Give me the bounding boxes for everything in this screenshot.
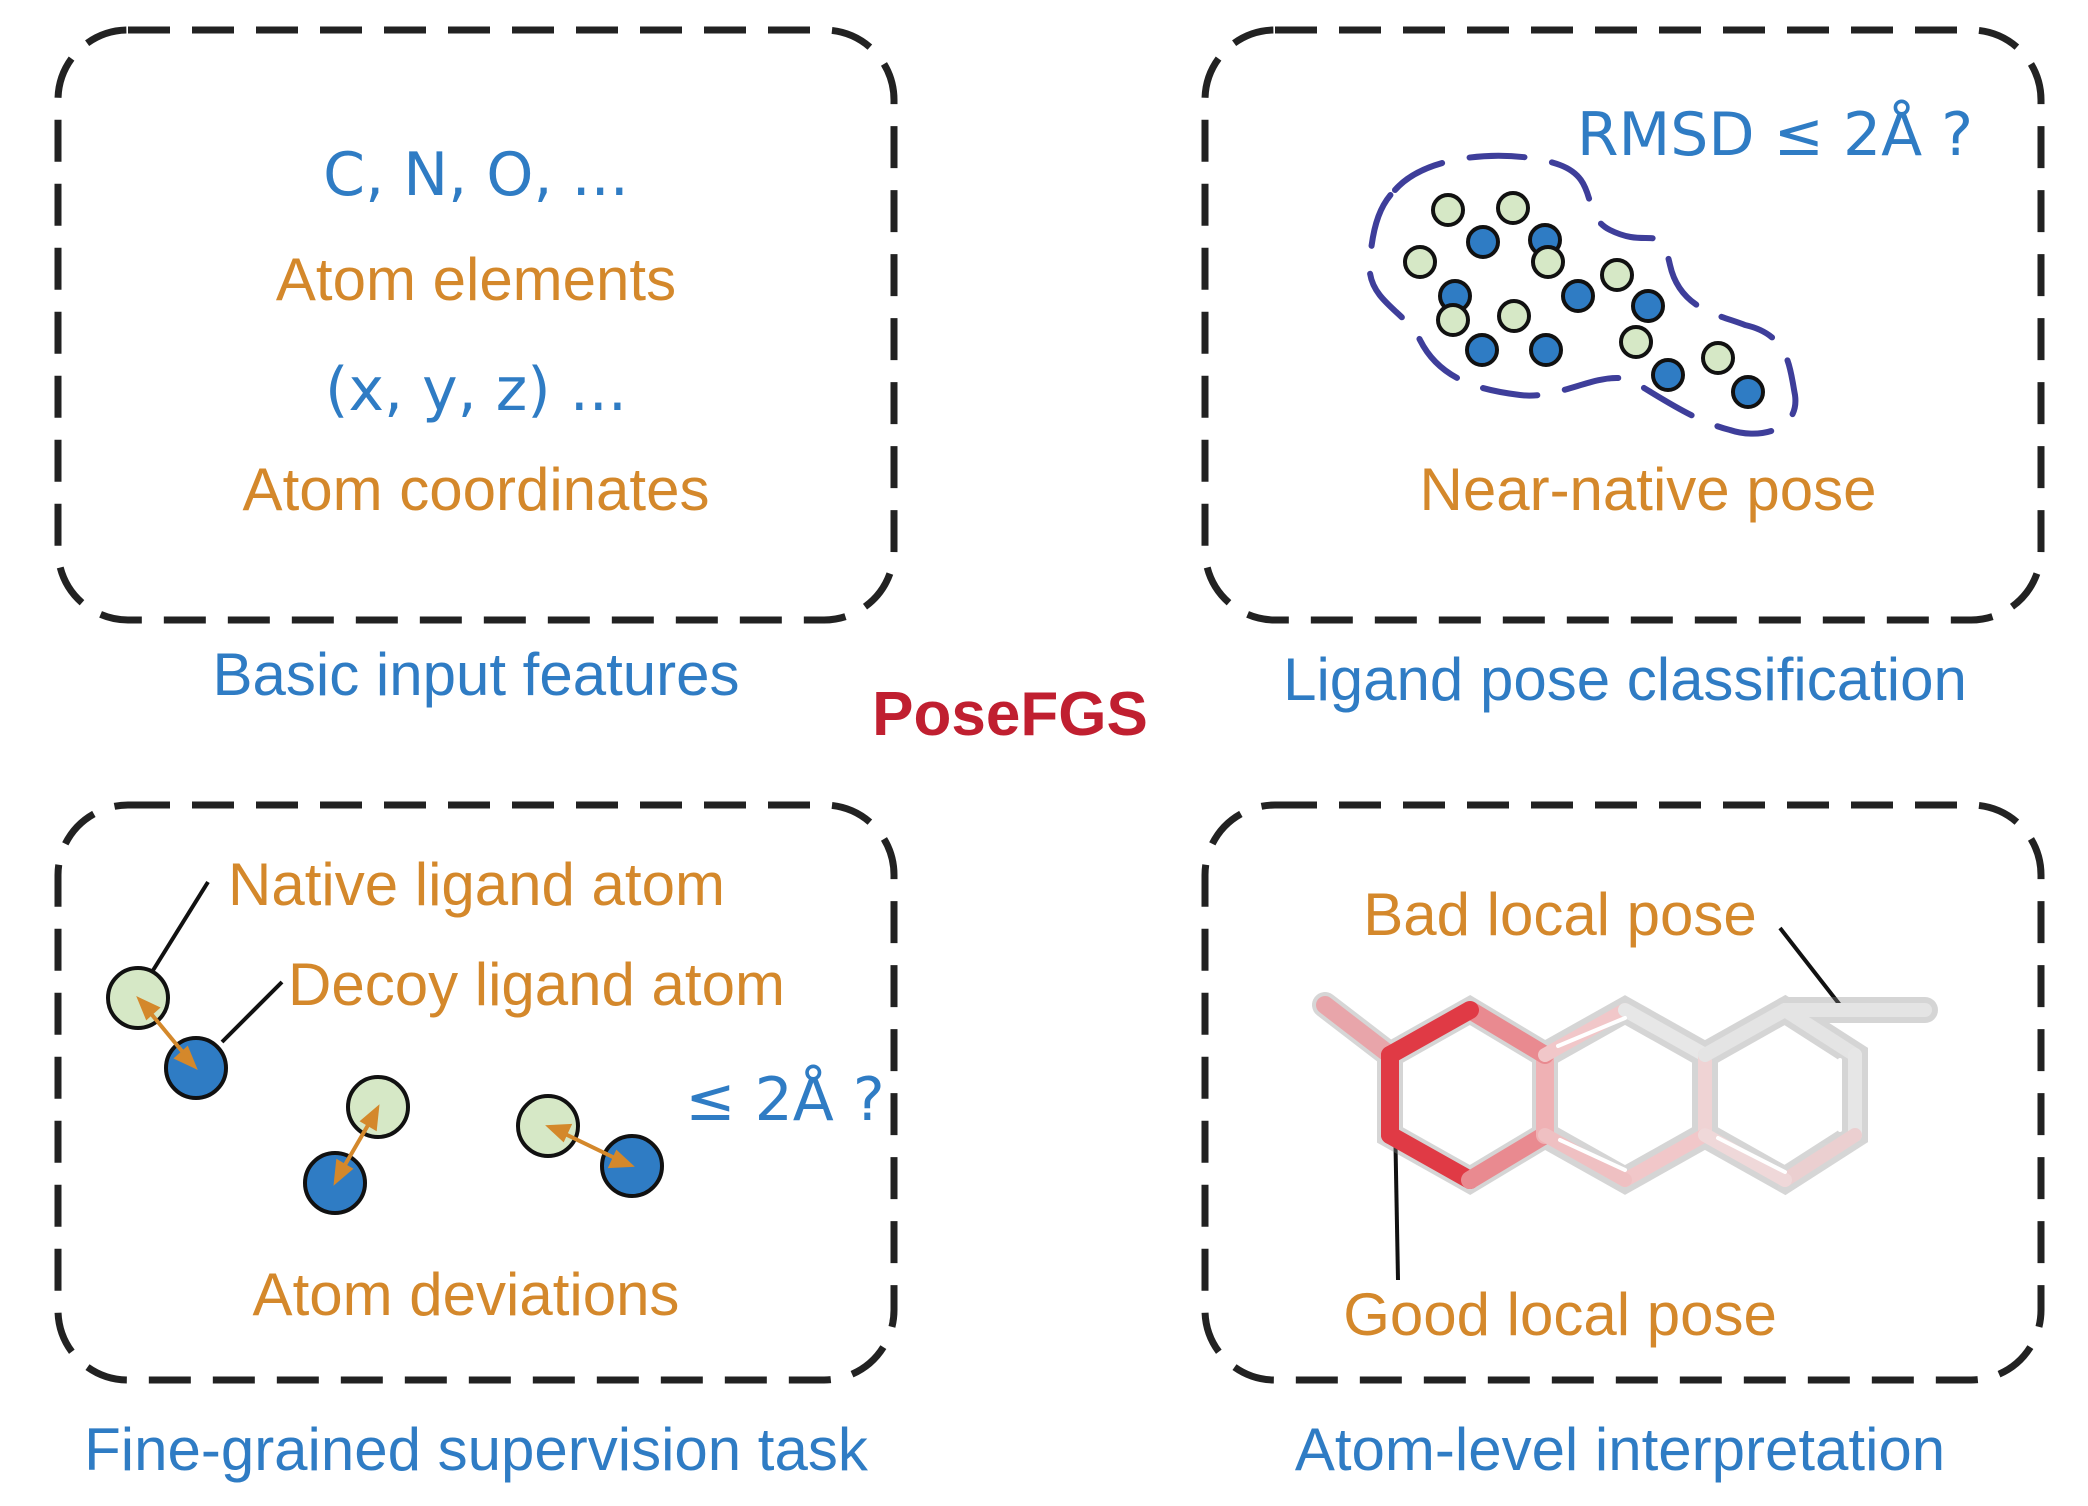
good-pose-ring xyxy=(1316,996,1554,1189)
input-features-frame xyxy=(54,26,898,624)
pose-classification-caption: Ligand pose classification xyxy=(1283,646,1967,713)
native-label-leader xyxy=(150,880,210,974)
native-atom xyxy=(1531,245,1565,279)
method-title: PoseFGS xyxy=(872,680,1148,749)
pose-atom-cluster xyxy=(1403,191,1765,409)
supervision-caption: Fine-grained supervision task xyxy=(84,1416,869,1483)
decoy-atom xyxy=(1465,333,1499,367)
native-atom-label: Native ligand atom xyxy=(228,851,725,918)
elements-label: Atom elements xyxy=(276,246,676,313)
decoy-label-leader xyxy=(220,980,284,1044)
deviation-arrow xyxy=(545,1123,635,1169)
interpretation-caption: Atom-level interpretation xyxy=(1295,1416,1945,1483)
input-features-caption: Basic input features xyxy=(213,641,740,708)
interpretation-frame xyxy=(1201,801,2045,1384)
coords-example: (x, y, z) ... xyxy=(325,355,627,425)
native-atom xyxy=(1619,325,1653,359)
native-atom xyxy=(1497,299,1531,333)
deviation-question: ≤ 2Å ? xyxy=(685,1064,884,1135)
ligand-stick-model xyxy=(1312,992,1938,1196)
native-atom xyxy=(1701,341,1735,375)
decoy-atom xyxy=(1651,358,1685,392)
atom-deviations-label: Atom deviations xyxy=(253,1261,680,1328)
native-atom xyxy=(1431,193,1465,227)
decoy-atom xyxy=(1561,279,1595,313)
near-native-pose-label: Near-native pose xyxy=(1420,456,1877,523)
elements-example: C, N, O, ... xyxy=(323,140,629,210)
decoy-atom xyxy=(1466,225,1500,259)
native-atom xyxy=(1436,303,1470,337)
pose-classification-frame xyxy=(1201,26,2045,624)
native-atom xyxy=(1600,258,1634,292)
bad-pose-leader xyxy=(1778,926,1842,1007)
supervision-frame xyxy=(54,801,898,1384)
good-local-pose-label: Good local pose xyxy=(1343,1281,1777,1348)
native-atom xyxy=(1496,191,1530,225)
decoy-atom xyxy=(1631,289,1665,323)
deviation-arrow xyxy=(136,995,198,1071)
coords-label: Atom coordinates xyxy=(243,456,710,523)
decoy-atom xyxy=(1731,375,1765,409)
middle-ring xyxy=(1538,1003,1712,1187)
decoy-atom xyxy=(1529,333,1563,367)
rmsd-question: RMSD ≤ 2Å ? xyxy=(1577,99,1973,170)
native-atom xyxy=(1403,245,1437,279)
pose-outline xyxy=(1366,152,1799,437)
bad-pose-ring xyxy=(1698,1003,1932,1187)
decoy-atom-label: Decoy ligand atom xyxy=(288,951,785,1018)
bad-local-pose-label: Bad local pose xyxy=(1363,881,1757,948)
deviation-arrow xyxy=(333,1104,380,1186)
